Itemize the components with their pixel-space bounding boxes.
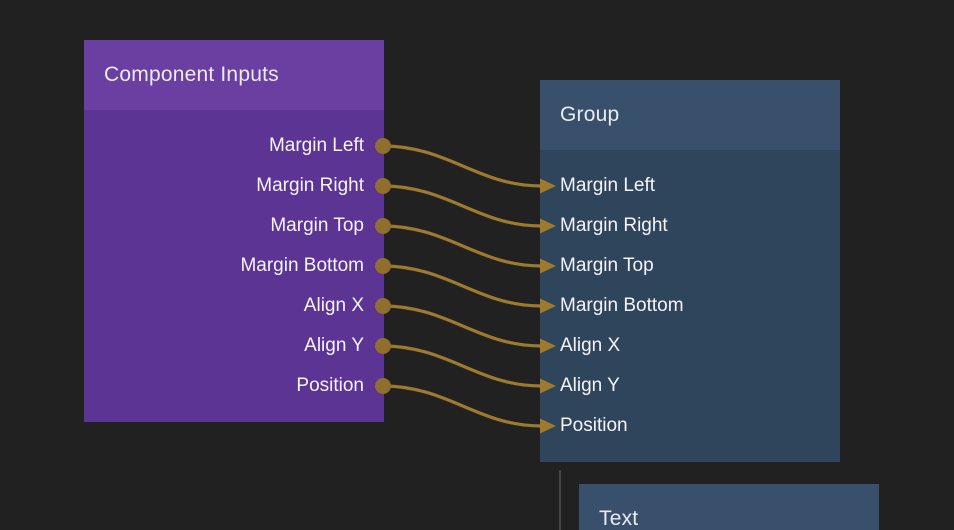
port-label: Margin Bottom	[560, 295, 684, 316]
output-port-dot-align-x[interactable]	[375, 298, 391, 314]
node-group-body: Margin Left Margin Right Margin Top Marg…	[540, 150, 840, 462]
output-port-dot-margin-bottom[interactable]	[375, 258, 391, 274]
input-port-arrow-margin-right[interactable]	[540, 218, 556, 234]
output-port-row-margin-bottom[interactable]: Margin Bottom	[84, 246, 384, 286]
node-text-header[interactable]: Text	[579, 484, 879, 530]
input-port-arrow-align-y[interactable]	[540, 378, 556, 394]
input-port-row-position[interactable]: Position	[540, 406, 840, 446]
wire-margin-top[interactable]	[382, 224, 542, 268]
port-label: Position	[560, 415, 628, 436]
node-component-inputs-body: Margin Left Margin Right Margin Top Marg…	[84, 110, 384, 422]
port-label: Align Y	[304, 335, 364, 356]
port-label: Margin Top	[270, 215, 364, 236]
input-port-row-margin-right[interactable]: Margin Right	[540, 206, 840, 246]
output-port-row-align-x[interactable]: Align X	[84, 286, 384, 326]
wire-align-y[interactable]	[382, 344, 542, 388]
output-port-dot-margin-right[interactable]	[375, 178, 391, 194]
input-port-row-margin-top[interactable]: Margin Top	[540, 246, 840, 286]
node-title: Text	[599, 507, 639, 530]
input-port-arrow-margin-top[interactable]	[540, 258, 556, 274]
wire-margin-left[interactable]	[382, 144, 542, 188]
output-port-dot-margin-top[interactable]	[375, 218, 391, 234]
input-port-arrow-margin-bottom[interactable]	[540, 298, 556, 314]
input-port-arrow-align-x[interactable]	[540, 338, 556, 354]
input-port-arrow-margin-left[interactable]	[540, 178, 556, 194]
port-label: Margin Left	[560, 175, 656, 196]
wire-align-x[interactable]	[382, 304, 542, 348]
port-label: Margin Top	[560, 255, 654, 276]
node-group-header[interactable]: Group	[540, 80, 840, 150]
output-port-dot-align-y[interactable]	[375, 338, 391, 354]
port-label: Align X	[560, 335, 621, 356]
input-port-row-align-y[interactable]: Align Y	[540, 366, 840, 406]
port-label: Margin Bottom	[240, 255, 364, 276]
output-port-row-margin-left[interactable]: Margin Left	[84, 126, 384, 166]
port-label: Margin Right	[256, 175, 364, 196]
input-port-row-align-x[interactable]: Align X	[540, 326, 840, 366]
node-component-inputs[interactable]: Component Inputs Margin Left Margin Righ…	[84, 40, 384, 422]
port-label: Margin Right	[560, 215, 668, 236]
port-label: Margin Left	[268, 135, 364, 156]
input-port-row-margin-bottom[interactable]: Margin Bottom	[540, 286, 840, 326]
wire-margin-bottom[interactable]	[382, 264, 542, 308]
input-port-arrow-position[interactable]	[540, 418, 556, 434]
port-label: Align Y	[560, 375, 620, 396]
port-label: Align X	[303, 295, 364, 316]
node-title: Group	[560, 103, 620, 126]
input-port-row-margin-left[interactable]: Margin Left	[540, 166, 840, 206]
wire-position[interactable]	[382, 384, 542, 428]
node-group[interactable]: Group Margin Left Margin Right Margin To…	[540, 80, 840, 462]
wire-margin-right[interactable]	[382, 184, 542, 228]
node-text[interactable]: Text	[579, 484, 879, 530]
port-label: Position	[296, 375, 364, 396]
output-port-dot-position[interactable]	[375, 378, 391, 394]
output-port-row-margin-right[interactable]: Margin Right	[84, 166, 384, 206]
node-title: Component Inputs	[104, 63, 279, 86]
output-port-row-position[interactable]: Position	[84, 366, 384, 406]
node-component-inputs-header[interactable]: Component Inputs	[84, 40, 384, 110]
output-port-row-align-y[interactable]: Align Y	[84, 326, 384, 366]
output-port-dot-margin-left[interactable]	[375, 138, 391, 154]
output-port-row-margin-top[interactable]: Margin Top	[84, 206, 384, 246]
